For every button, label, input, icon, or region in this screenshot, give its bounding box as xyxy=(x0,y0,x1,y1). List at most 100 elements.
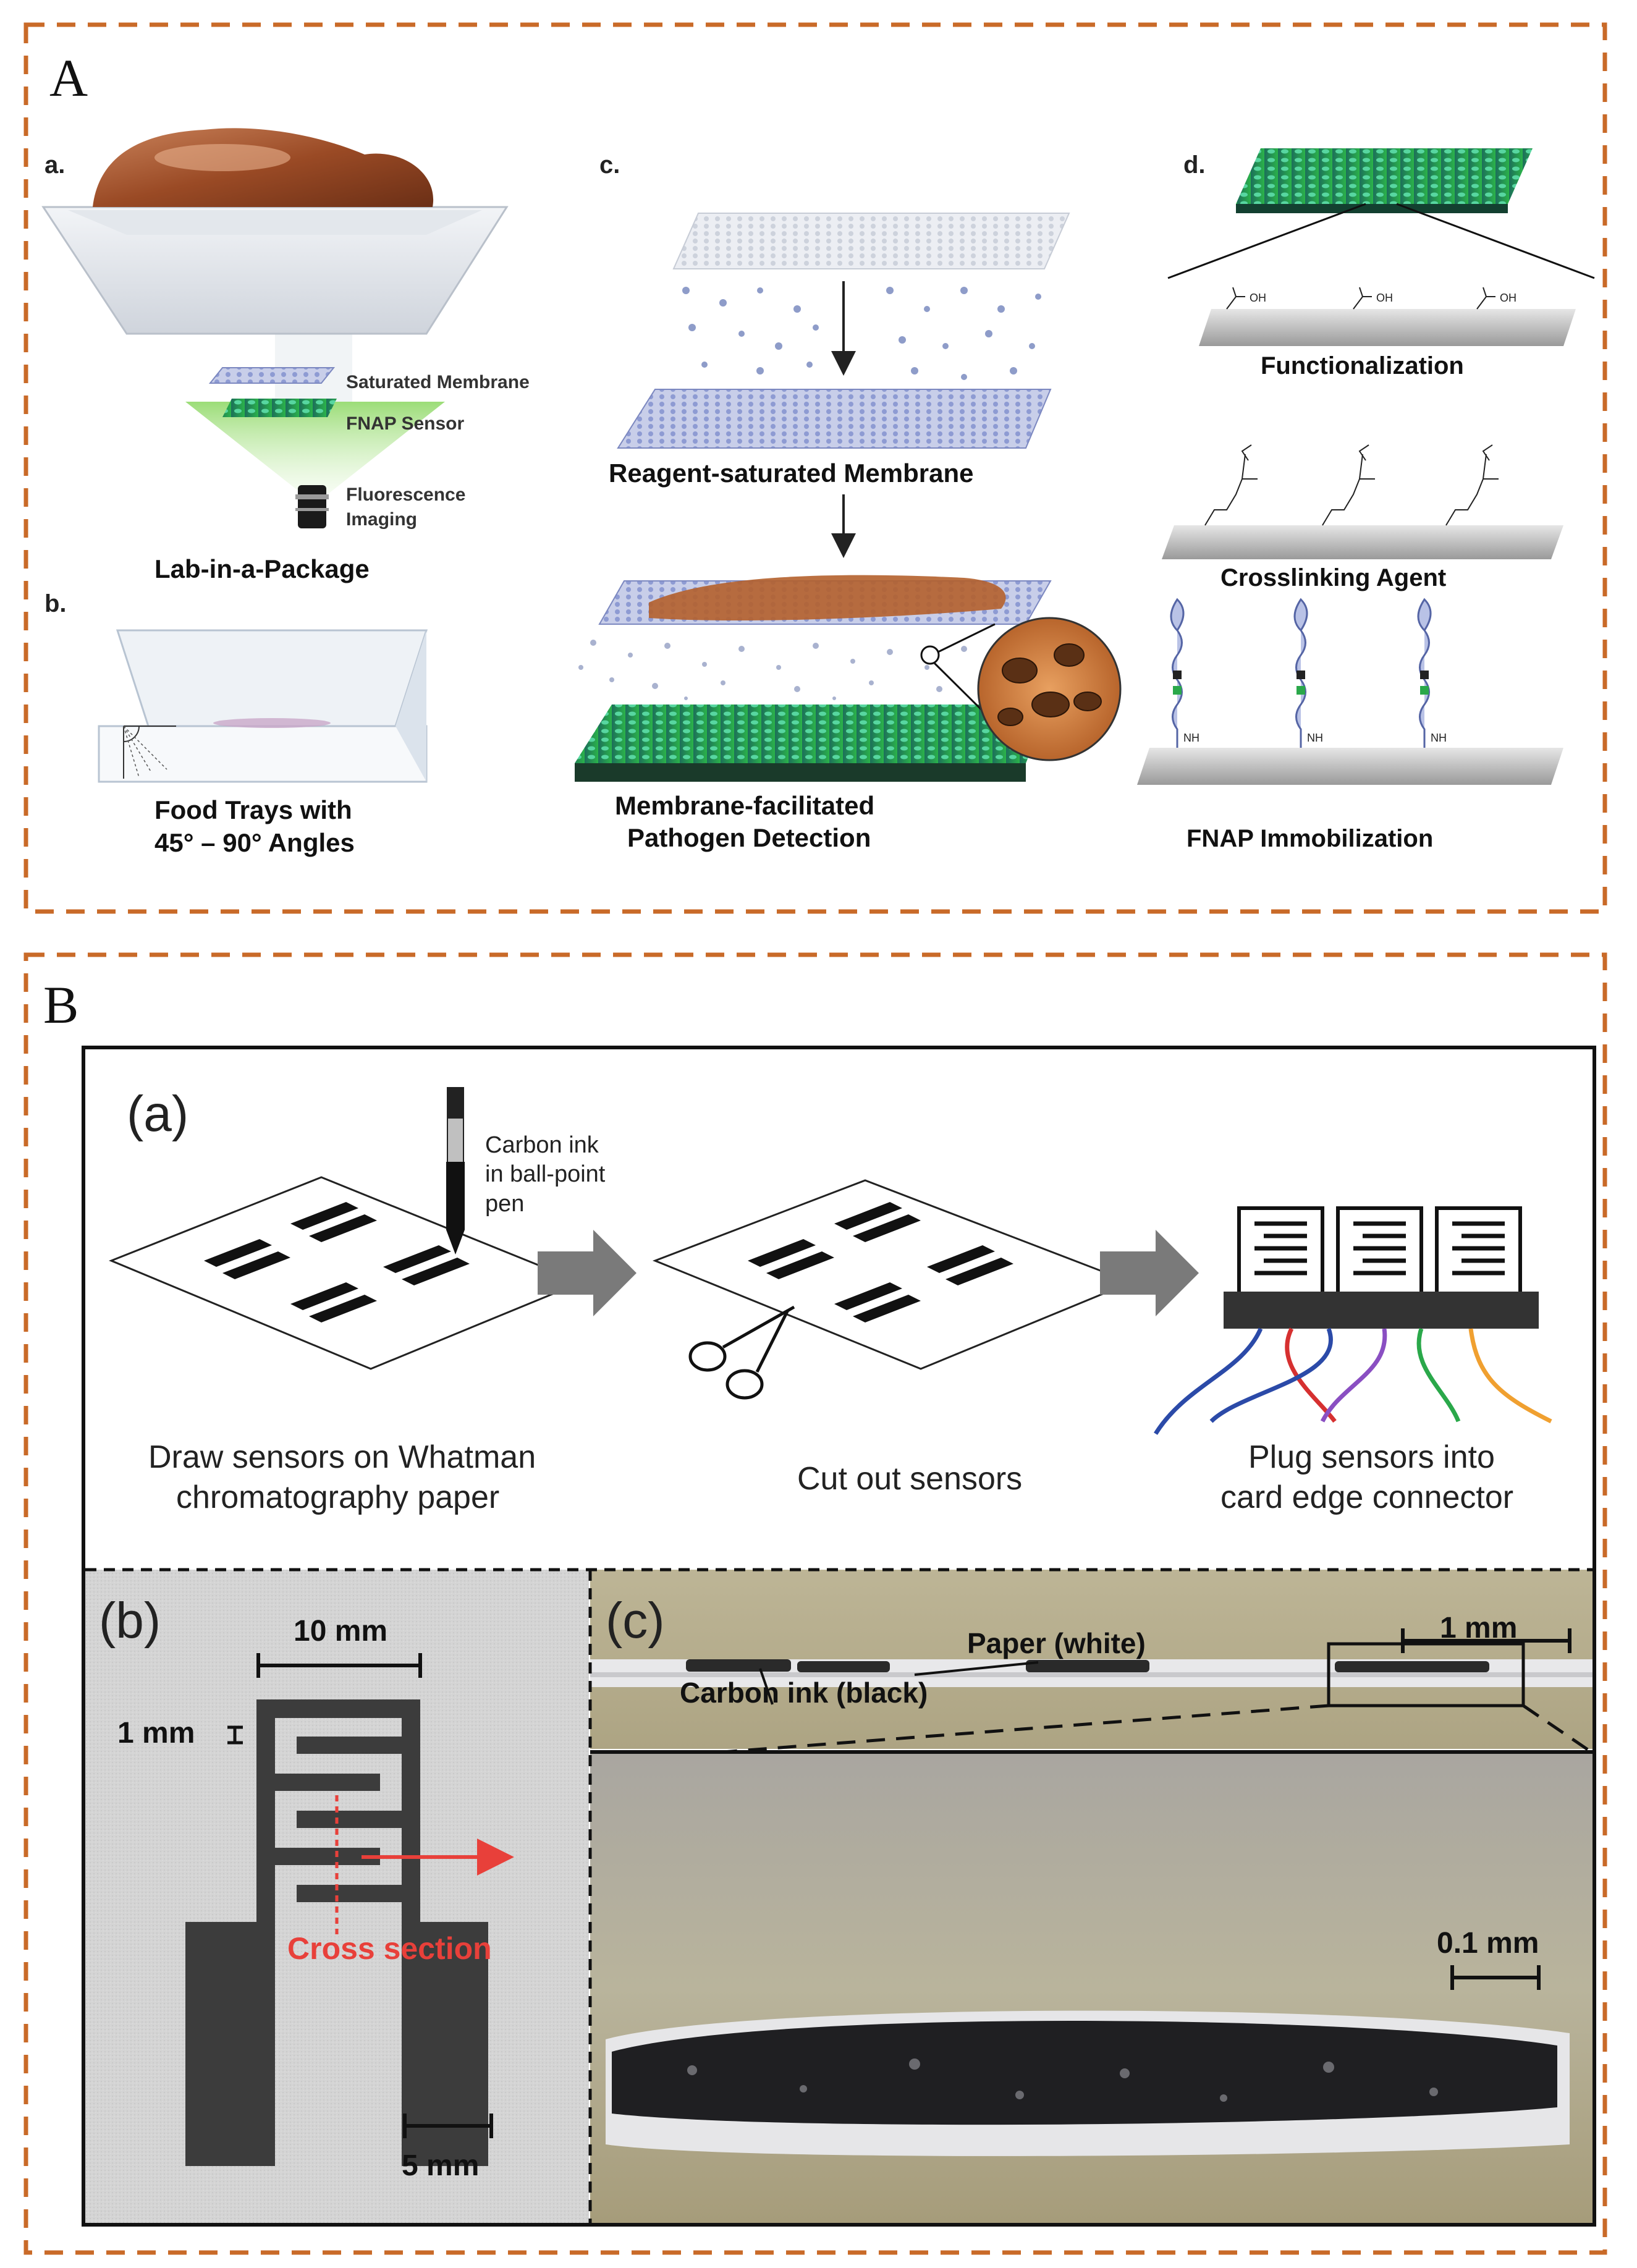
scale-10mm-label: 10 mm xyxy=(294,1615,387,1648)
nh-label-3: NH xyxy=(1431,732,1447,744)
lab-in-a-package-caption: Lab-in-a-Package xyxy=(154,554,370,583)
reagent-particles-top xyxy=(682,287,1041,380)
panel-b-border xyxy=(23,952,1607,2255)
probe-labels xyxy=(1173,671,1429,695)
crosslinking-label: Crosslinking Agent xyxy=(1220,564,1446,591)
reagent-saturated-membrane-caption: Reagent-saturated Membrane xyxy=(609,459,973,488)
saturated-membrane xyxy=(617,389,1052,449)
subpanel-b-b-sensor-photo: (b) 10 mm 1 mm Cross section 5 mm xyxy=(85,1570,589,2223)
pen-label-1: Carbon ink xyxy=(485,1132,599,1158)
detection-caption-1: Membrane-facilitated xyxy=(615,791,874,820)
sensor-array-edge xyxy=(575,763,1026,782)
functionalization-slab xyxy=(1199,309,1576,346)
step3-caption-2: card edge connector xyxy=(1220,1479,1513,1515)
zoom-line-d-left xyxy=(1167,203,1366,279)
step1-caption-1: Draw sensors on Whatman xyxy=(148,1439,536,1475)
ball-point-pen xyxy=(446,1087,465,1255)
subpanel-d-label: d. xyxy=(1183,151,1206,179)
carbon-black-label: Carbon ink (black) xyxy=(680,1677,928,1709)
cross-section-label: Cross section xyxy=(287,1931,492,1966)
scale-1mm-label: 1 mm xyxy=(117,1717,195,1750)
panel-a-letter: A xyxy=(49,48,88,108)
step2-caption: Cut out sensors xyxy=(797,1461,1022,1497)
functionalization-label: Functionalization xyxy=(1261,352,1464,379)
scale-1mm-bracket xyxy=(227,1725,243,1745)
scale-5mm-label: 5 mm xyxy=(402,2149,479,2182)
step1-caption-2: chromatography paper xyxy=(176,1479,499,1515)
food-trays-caption-1: Food Trays with xyxy=(154,795,352,824)
pen-label-3: pen xyxy=(485,1191,524,1217)
fluorescence-label-2: Imaging xyxy=(346,509,417,530)
chicken-highlight xyxy=(154,144,290,171)
immobilization-slab xyxy=(1137,748,1563,785)
angle-fan xyxy=(123,726,167,778)
imaging-column xyxy=(275,321,352,402)
light-cone xyxy=(185,402,445,494)
paper-layer-line xyxy=(590,1672,1593,1677)
zoom-box xyxy=(1327,1642,1525,1707)
sensor-chip-edge xyxy=(1236,204,1508,213)
pathogen-cells xyxy=(997,643,1102,726)
scale-01mm-label: 0.1 mm xyxy=(1437,1927,1539,1960)
objective-ring-2 xyxy=(295,508,329,511)
scissors-icon xyxy=(688,1305,795,1400)
pathogen-zoom-circle xyxy=(977,617,1122,761)
oh-label-3: OH xyxy=(1500,292,1516,304)
cooh-groups xyxy=(1226,287,1495,310)
tray-front xyxy=(98,725,428,783)
fnap-sensor-array xyxy=(575,705,1051,763)
blank-membrane xyxy=(672,213,1070,269)
zoom-source-circle xyxy=(920,645,940,665)
paper-white-label: Paper (white) xyxy=(967,1627,1146,1659)
step3-caption-1: Plug sensors into xyxy=(1248,1439,1495,1475)
pen-label-2: in ball-point xyxy=(485,1161,606,1187)
saturated-membrane-sheet xyxy=(208,367,336,384)
carbon-texture xyxy=(687,2059,1438,2102)
panel-b-letter: B xyxy=(43,975,78,1035)
microscope-objective xyxy=(298,485,326,528)
subpanel-b-a-fabrication: (a) Carbon ink in ball-point pen xyxy=(109,1086,1552,1515)
nh-label-2: NH xyxy=(1307,732,1323,744)
subpanel-b-label: b. xyxy=(44,590,67,617)
zoom-dash-left xyxy=(722,1704,1329,1754)
crosslinking-slab xyxy=(1162,525,1563,559)
process-arrow-2 xyxy=(1100,1230,1199,1316)
subpanel-d-surface-chemistry: d. OH OH OH Functionalization Crosslinki… xyxy=(1137,148,1595,852)
zoom-line-d-right xyxy=(1396,203,1595,279)
nh-label-1: NH xyxy=(1183,732,1199,744)
falling-particles xyxy=(578,640,967,700)
sensor-chip xyxy=(1236,148,1533,204)
objective-ring xyxy=(295,494,329,499)
scale-1mm-c-label: 1 mm xyxy=(1440,1612,1517,1644)
subpanel-a-label: a. xyxy=(44,151,65,179)
cut-sensors xyxy=(748,1202,1013,1322)
paper-white-pointer xyxy=(914,1661,1039,1676)
carbon-ink-segments xyxy=(686,1659,1489,1672)
subpanel-c-label: c. xyxy=(599,151,620,179)
tray-back xyxy=(116,629,428,727)
subpanel-b-c-cross-section-photos: (c) Paper (white) Carbon ink (black) 1 m… xyxy=(590,1570,1593,2223)
oh-label-2: OH xyxy=(1376,292,1393,304)
fnap-sensor-sheet xyxy=(222,399,337,417)
tray-inner xyxy=(68,210,482,235)
oh-label-1: OH xyxy=(1250,292,1266,304)
subpanel-a-lab-in-a-package: a. Saturated Membrane FNAP Sensor Fluore… xyxy=(41,128,530,583)
food-trays-caption-2: 45° – 90° Angles xyxy=(154,828,355,857)
tray-sample xyxy=(213,718,331,728)
meat-sample-layer xyxy=(649,575,1006,621)
fnap-sensor-label: FNAP Sensor xyxy=(346,413,464,434)
subpanel-b-food-trays: b. Food Trays with 45° – 90° Angles xyxy=(44,590,428,857)
detection-caption-2: Pathogen Detection xyxy=(627,823,871,852)
fluorescence-label-1: Fluorescence xyxy=(346,484,465,505)
drawn-sensors xyxy=(204,1202,470,1322)
process-arrow-1 xyxy=(538,1230,637,1316)
card-edge-connector xyxy=(1154,1206,1552,1435)
subpanel-b-b-label: (b) xyxy=(99,1593,161,1649)
immobilization-label: FNAP Immobilization xyxy=(1187,825,1433,852)
carbon-black-pointer xyxy=(759,1668,774,1705)
tray-side xyxy=(396,630,426,782)
zoom-dash-right xyxy=(1522,1704,1593,1754)
carbon-ink-bottom xyxy=(612,2021,1557,2125)
subpanel-b-a-label: (a) xyxy=(127,1086,188,1142)
